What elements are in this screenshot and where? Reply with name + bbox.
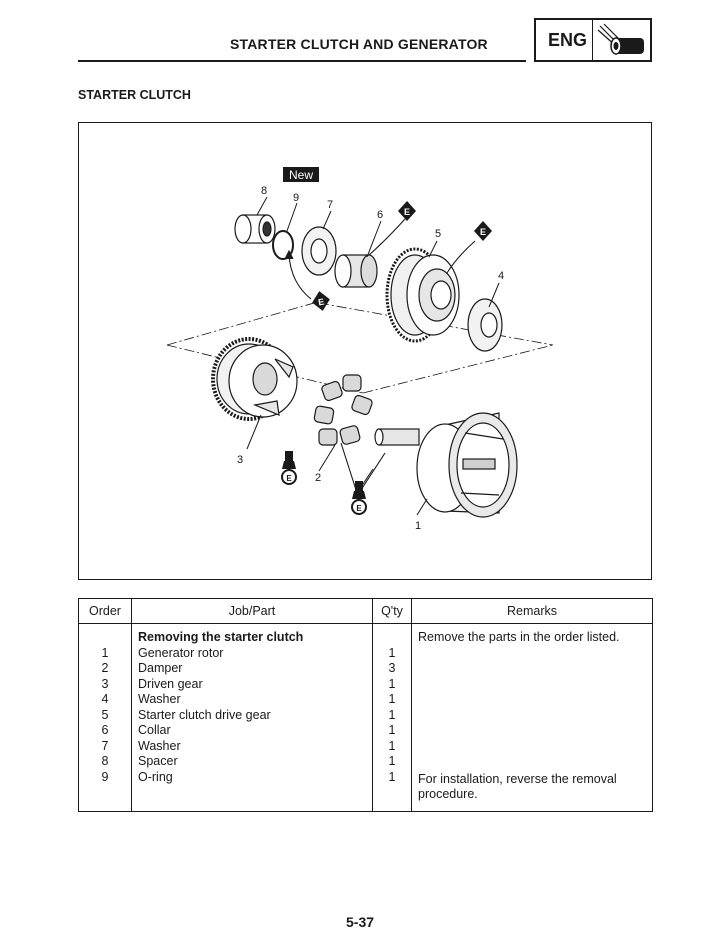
order-value: 3	[101, 676, 109, 691]
lube-mark-e: E	[474, 221, 492, 241]
remarks-bottom: For installation, reverse the removal pr…	[418, 771, 617, 802]
page-number: 5-37	[346, 914, 375, 930]
collar-part	[334, 254, 378, 288]
qty-value: 1	[388, 738, 396, 753]
part-name: Spacer	[138, 754, 178, 768]
order-value: 5	[101, 707, 109, 722]
part-name: Collar	[138, 723, 171, 737]
callout-6: 6	[377, 209, 383, 221]
wrench-bolt-icon	[597, 23, 644, 55]
order-value: 1	[101, 645, 109, 660]
lube-mark-e: E	[312, 291, 330, 311]
exploded-view-drawing: New E E E E E 1 2 3 4 5 6	[166, 167, 554, 532]
qty-value: 1	[388, 676, 396, 691]
callout-2: 2	[315, 472, 321, 484]
remarks-column: Remove the parts in the order listed. Fo…	[411, 623, 653, 812]
exploded-view-figure: New E E E E E 1 2 3 4 5 6	[78, 122, 652, 580]
callout-5: 5	[435, 228, 441, 240]
badge-divider	[592, 20, 593, 60]
lubrication-arrows	[284, 218, 476, 494]
washer-7-part	[301, 226, 337, 276]
starter-clutch-drive-gear-part	[385, 247, 460, 343]
callout-7: 7	[327, 199, 333, 211]
generator-rotor-part	[374, 412, 518, 518]
remarks-top: Remove the parts in the order listed.	[418, 630, 620, 644]
header-remarks: Remarks	[411, 598, 653, 624]
lube-mark-e: E	[398, 201, 416, 221]
svg-text:E: E	[286, 474, 292, 483]
callout-9: 9	[293, 192, 299, 204]
page-header-title: STARTER CLUTCH AND GENERATOR	[230, 36, 488, 52]
svg-text:E: E	[356, 504, 362, 513]
qty-column: 1 3 1 1 1 1 1 1 1	[372, 623, 412, 812]
part-name: Starter clutch drive gear	[138, 707, 271, 722]
lube-tube-icon: E	[281, 451, 297, 485]
callout-numbers: 1 2 3 4 5 6 7 8 9	[237, 185, 504, 532]
qty-value: 1	[388, 707, 396, 722]
parts-table: Order Job/Part Q'ty Remarks 1 2 3 4 5 6 …	[78, 598, 653, 812]
qty-value: 1	[388, 754, 396, 768]
qty-value: 1	[388, 692, 396, 706]
order-value: 4	[101, 692, 109, 706]
order-value: 9	[101, 769, 109, 784]
job-heading: Removing the starter clutch	[138, 630, 304, 644]
svg-text:E: E	[404, 207, 410, 217]
new-tag: New	[289, 168, 313, 182]
qty-value: 3	[388, 661, 396, 675]
washer-4-part	[467, 298, 503, 352]
order-column: 1 2 3 4 5 6 7 8 9	[78, 623, 132, 812]
driven-gear-part	[211, 337, 298, 421]
qty-value: 1	[388, 723, 396, 737]
table-body-row: 1 2 3 4 5 6 7 8 9 Removing the starter c…	[78, 623, 653, 812]
header-qty: Q'ty	[372, 598, 412, 624]
job-part-column: Removing the starter clutch Generator ro…	[131, 623, 373, 812]
part-name: Generator rotor	[138, 645, 224, 660]
part-name: Washer	[138, 738, 181, 753]
svg-text:E: E	[317, 297, 325, 308]
header-rule	[78, 60, 526, 62]
part-name: Washer	[138, 692, 181, 706]
order-value: 7	[101, 738, 109, 753]
qty-value: 1	[388, 769, 396, 784]
o-ring-part	[272, 230, 294, 260]
order-value: 2	[101, 661, 109, 675]
header-job-part: Job/Part	[131, 598, 373, 624]
eng-label: ENG	[548, 30, 588, 50]
svg-text:E: E	[480, 227, 486, 237]
lube-tube-icon: E	[351, 481, 367, 515]
eng-badge: ENG	[534, 18, 652, 62]
order-value: 8	[101, 754, 109, 768]
qty-value: 1	[388, 645, 396, 660]
damper-set-part	[313, 374, 373, 446]
callout-1: 1	[415, 520, 421, 532]
part-name: Driven gear	[138, 676, 203, 691]
part-name: Damper	[138, 661, 183, 675]
spacer-part	[234, 214, 276, 244]
header-order: Order	[78, 598, 132, 624]
new-tag-background	[283, 167, 319, 182]
callout-8: 8	[261, 185, 267, 197]
table-header-row: Order Job/Part Q'ty Remarks	[78, 598, 653, 624]
callout-3: 3	[237, 454, 243, 466]
section-title: STARTER CLUTCH	[78, 88, 191, 102]
callout-leader-lines	[246, 196, 500, 516]
order-value: 6	[101, 723, 109, 737]
callout-4: 4	[498, 270, 504, 282]
part-name: O-ring	[138, 769, 173, 784]
